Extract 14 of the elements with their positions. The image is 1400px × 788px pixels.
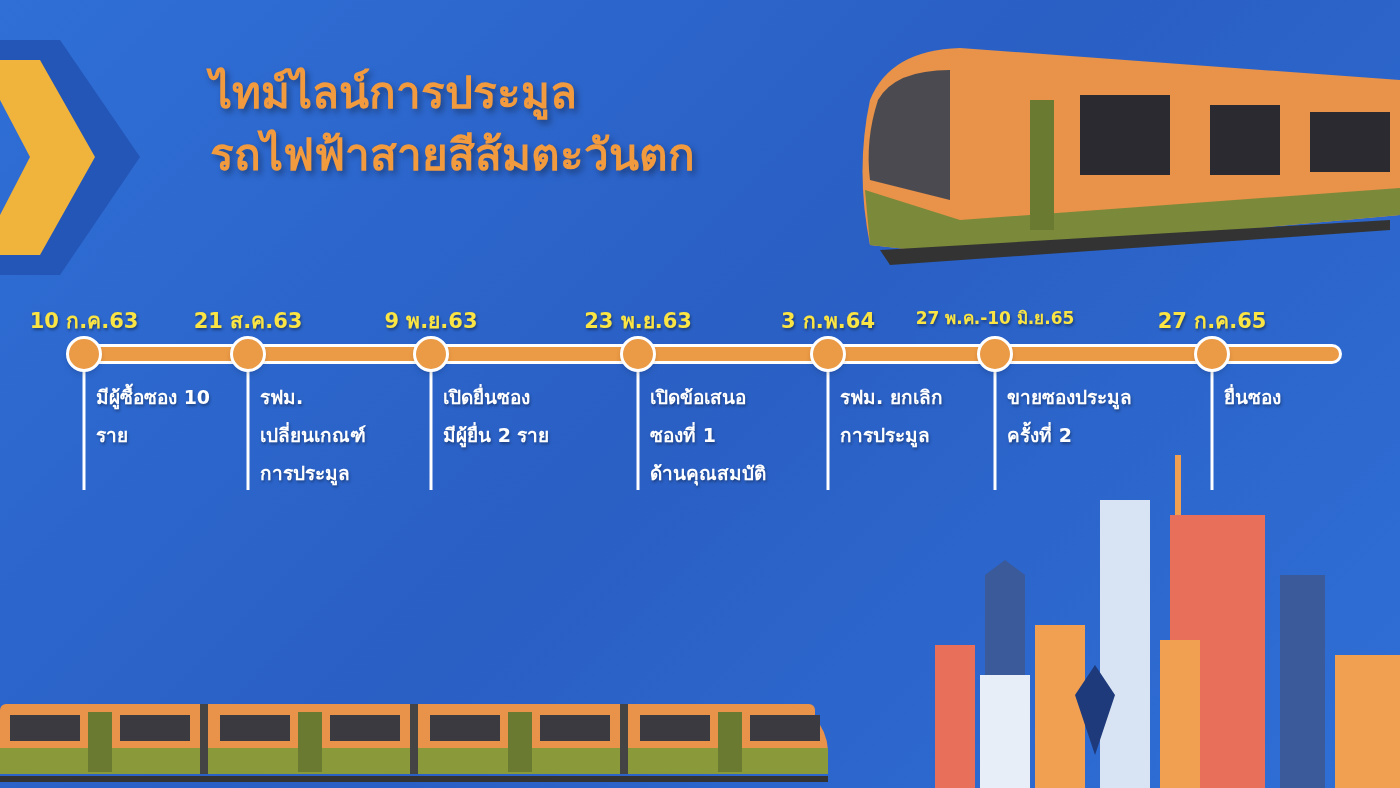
date-label: 10 ก.ค.63 (29, 309, 139, 333)
event-description: ยื่นซอง (1224, 383, 1282, 410)
date-label: 27 พ.ค.-10 มิ.ย.65 (915, 308, 1075, 328)
event-description: รฟม. เปลี่ยนเกณฑ์ การประมูล (260, 385, 367, 488)
event-description: ขายซองประมูล ครั้งที่ 2 (1007, 385, 1133, 448)
date-label: 27 ก.ค.65 (1157, 309, 1267, 333)
date-label: 21 ส.ค.63 (193, 309, 303, 333)
date-label: 23 พ.ย.63 (584, 309, 692, 333)
event-description: มีผู้ซื้อซอง 10 ราย (96, 378, 234, 454)
event-description: รฟม. ยกเลิก การประมูล (840, 385, 944, 450)
event-description: เปิดยื่นซอง มีผู้ยื่น 2 ราย (443, 383, 551, 450)
date-label: 9 พ.ย.63 (384, 309, 478, 333)
date-label: 3 ก.พ.64 (780, 309, 876, 333)
event-description: เปิดข้อเสนอ ซองที่ 1 ด้านคุณสมบัติ (650, 385, 767, 488)
